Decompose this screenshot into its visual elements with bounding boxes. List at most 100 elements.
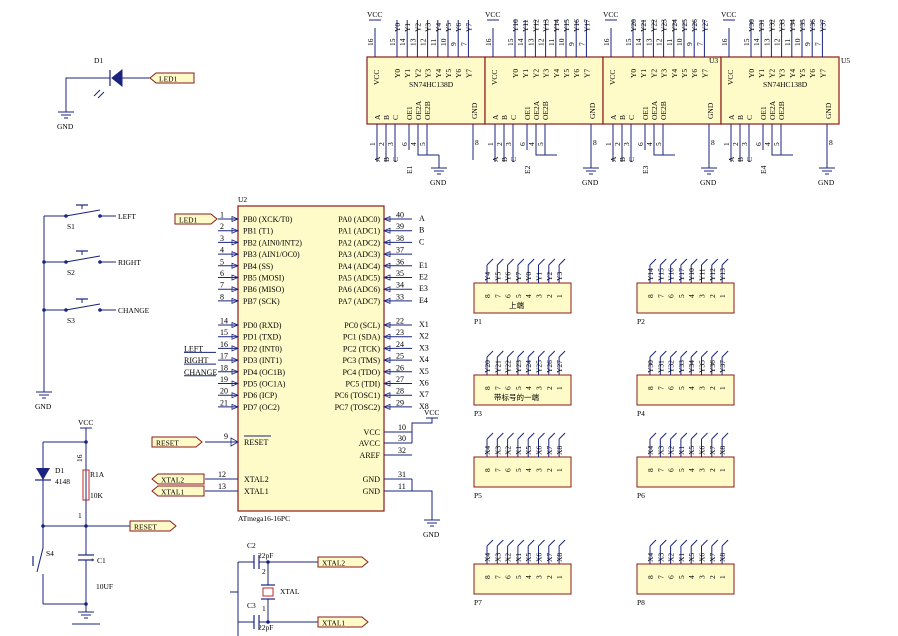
decoder-net-label: A [609, 156, 618, 162]
u2-pin-name: PB2 (AIN0/INT2) [243, 238, 302, 247]
connector-net-label: X2 [667, 553, 676, 562]
connector-net-label: Y26 [545, 360, 554, 373]
gnd-label: GND [700, 178, 717, 187]
connector-bus-entry [711, 258, 719, 266]
u2-pin-name: PA0 (ADC0) [338, 215, 380, 224]
connector-bus-entry [721, 432, 729, 440]
pin-arrow-icon [382, 368, 391, 375]
decoder-pin-number: 7 [695, 42, 704, 46]
u2-pin-name: PC4 (TDO) [342, 368, 380, 377]
decoder-pin-name: Y3 [542, 69, 551, 78]
pin-arrow-icon [382, 392, 391, 399]
u2-net-label: B [419, 226, 424, 235]
connector-bus-entry [659, 350, 667, 358]
connector-bus-entry [538, 539, 545, 547]
pin-arrow-icon [382, 357, 391, 364]
connector-bus-entry [701, 350, 708, 358]
connector-bus-entry [548, 539, 556, 547]
connector-body [473, 374, 572, 406]
decoder-pin-name: Y7 [700, 69, 709, 78]
connector-pin-number: 6 [504, 294, 513, 298]
decoder-pin-number: 4 [645, 142, 654, 146]
decoder-pin-number: 6 [400, 142, 409, 146]
connector-bus-entry [649, 258, 657, 266]
connector-pin-number: 4 [524, 468, 533, 472]
u2-pin-name: PA2 (ADC2) [338, 238, 380, 247]
decoder-pin-number: 1 [486, 142, 495, 146]
pin-arrow-icon [230, 437, 239, 447]
decoder-pin-name: B [382, 115, 391, 120]
gnd-label: GND [430, 178, 447, 187]
decoder-pin-name: Y5 [680, 69, 689, 78]
connector-note: 上端 [509, 300, 524, 310]
led-light-icon [97, 91, 105, 99]
u2-pin-name: PD5 (OC1A) [243, 380, 286, 389]
decoder-chip-body [602, 56, 722, 125]
decoder-pin-name: A [491, 114, 500, 120]
connector-note: 带标号的一端 [494, 392, 539, 402]
decoder-pin-name: C [509, 115, 518, 120]
connector-pin-number: 2 [545, 468, 554, 472]
c2-ref: C2 [247, 541, 256, 550]
pin-arrow-icon [231, 380, 240, 387]
u2-pin-number: 22 [396, 317, 404, 326]
pin-arrow-icon [231, 251, 240, 258]
decoder-net-label: C [627, 157, 636, 162]
decoder-pin-name: OE2A [414, 100, 423, 120]
pin-arrow-icon [382, 227, 391, 234]
connector-pin-number: 7 [493, 575, 502, 579]
connector-bus-entry [548, 432, 556, 440]
connector-pin-number: 4 [687, 468, 696, 472]
decoder-net-label: Y25 [680, 19, 689, 32]
switch-blade-icon [65, 303, 101, 311]
decoder-net-label: A [727, 156, 736, 162]
u2-pin-name: PD2 (INT0) [243, 344, 282, 353]
connector-net-label: Y20 [483, 360, 492, 373]
decoder-pin-number: 3 [622, 142, 631, 146]
connector-bus-entry [701, 539, 708, 547]
connector-net-label: Y21 [493, 360, 502, 373]
decoder-pin-name: Y0 [511, 69, 520, 78]
switch-blade-icon [65, 255, 101, 263]
u2-pin-number: 9 [224, 432, 228, 441]
port-xtal2-u2-label: XTAL2 [161, 476, 184, 485]
decoder-part: SN74HC138D [763, 80, 808, 89]
led-light-icon [93, 89, 101, 97]
connector-bus-entry [690, 258, 698, 266]
decoder-pin-number: 8 [593, 138, 597, 147]
connector-net-label: Y25 [535, 360, 544, 373]
u2-pin-number: 23 [396, 328, 404, 337]
u2-pin-number: 37 [396, 246, 404, 255]
u2-pin-number: 17 [220, 352, 228, 361]
reset-pin-number: 16 [75, 454, 84, 462]
decoder-pin-name: OE2B [777, 101, 786, 120]
u2-net-label: X3 [419, 343, 429, 352]
connector-pin-number: 2 [545, 386, 554, 390]
decoder-net-label: B [500, 157, 509, 162]
gnd-label: GND [423, 530, 440, 539]
pin-arrow-icon [231, 286, 240, 293]
decoder-pin-name: Y4 [552, 69, 561, 78]
connector-bus-entry [680, 539, 688, 547]
decoder-pin-name: Y5 [798, 69, 807, 78]
decoder-net-label: Y11 [521, 19, 530, 32]
decoder-pin-number: 12 [419, 38, 428, 46]
port-xtal1-u2-label: XTAL1 [161, 488, 184, 497]
u2-pin-number: 5 [220, 257, 224, 266]
decoder-net-label: Y10 [511, 19, 520, 32]
decoder-pin-name: C [745, 115, 754, 120]
decoder-pin-name: Y2 [413, 69, 422, 78]
connector-bus-entry [680, 258, 688, 266]
u2-pin-name: PB5 (MOSI) [243, 274, 284, 283]
connector-net-label: Y32 [667, 360, 676, 373]
decoder-pin-number: 16 [366, 38, 375, 46]
decoder-pin-name: Y0 [747, 69, 756, 78]
u2-pin-name: RESET [244, 438, 269, 447]
connector-bus-entry [659, 258, 667, 266]
decoder-net-label: Y4 [434, 23, 443, 32]
connector-bus-entry [486, 258, 494, 266]
decoder-pin-name: C [627, 115, 636, 120]
connector-pin-number: 5 [514, 575, 523, 579]
connector-ref: P8 [637, 598, 645, 607]
connector-bus-entry [680, 432, 688, 440]
